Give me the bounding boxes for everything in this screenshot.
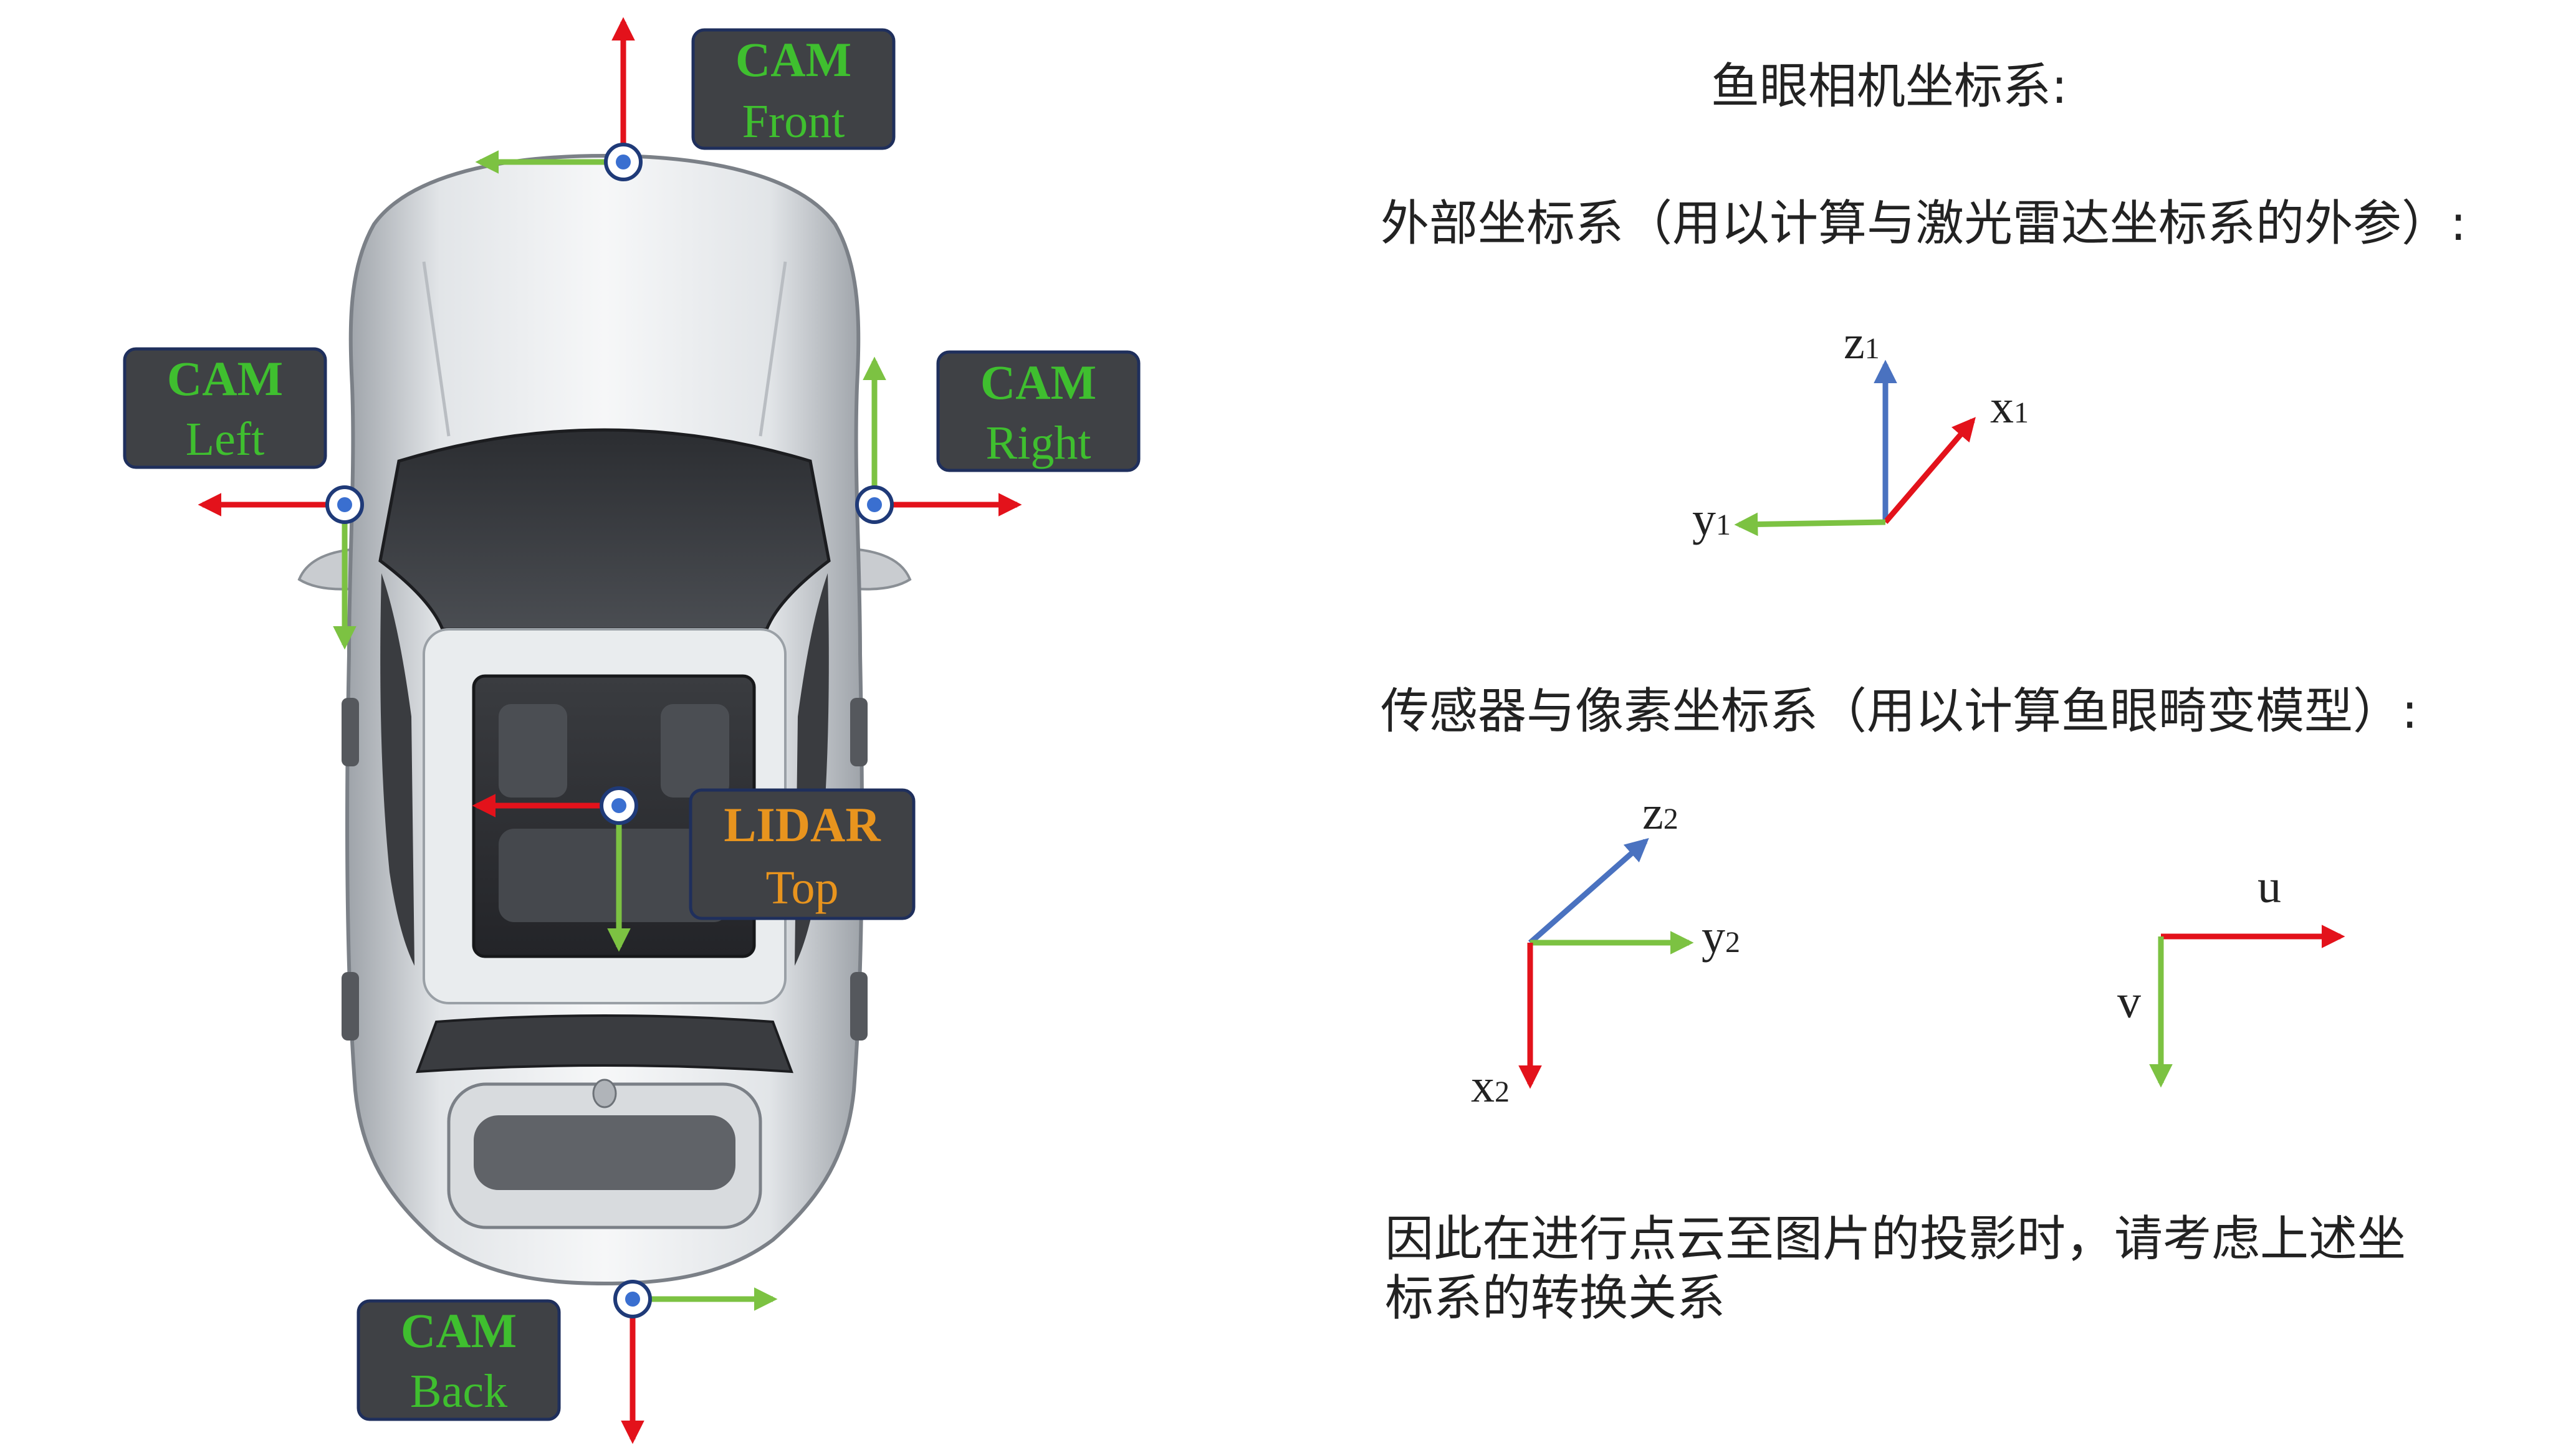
sensor-axes: z2 y2 x2: [1471, 787, 1740, 1112]
cam-front-label: CAM Front: [691, 28, 896, 150]
axis-z2-label: z2: [1642, 787, 1678, 839]
cam-front-sub: Front: [742, 95, 845, 148]
cam-left-sub: Left: [186, 413, 265, 465]
lidar-top-title: LIDAR: [724, 798, 881, 852]
axis-u-label: u: [2258, 860, 2281, 913]
cam-front-title: CAM: [735, 32, 851, 87]
axis-z1-label: z1: [1844, 317, 1880, 369]
cam-back-sub: Back: [410, 1365, 507, 1417]
cam-back-axes: [613, 1280, 778, 1444]
cam-left-label: CAM Left: [123, 347, 327, 469]
cam-right-title: CAM: [980, 355, 1096, 409]
lidar-top-sub: Top: [765, 862, 838, 914]
windshield: [378, 428, 831, 631]
cam-left-axes: [198, 485, 364, 650]
cam-back-title: CAM: [401, 1303, 517, 1358]
rear-window: [416, 1014, 793, 1074]
sensor-coord-heading: 传感器与像素坐标系（用以计算鱼眼畸变模型）:: [1381, 684, 2418, 740]
pixel-axes: u v: [2117, 860, 2345, 1088]
lidar-top-axes: [472, 786, 638, 952]
lidar-top-label: LIDAR Top: [689, 788, 916, 920]
axis-x1-label: x1: [1990, 381, 2029, 433]
cam-right-axes: [855, 356, 1022, 524]
external-axes: z1 x1 y1: [1692, 317, 2029, 545]
fisheye-title: 鱼眼相机坐标系:: [1711, 59, 2067, 115]
cam-left-title: CAM: [167, 351, 283, 406]
cam-right-label: CAM Right: [936, 350, 1141, 472]
axis-v-label: v: [2117, 976, 2141, 1028]
note-line-2: 标系的转换关系: [1385, 1270, 1725, 1327]
axis-y2-label: y2: [1702, 910, 1740, 963]
car-top-view: [297, 153, 912, 1286]
cam-front-axes: [475, 17, 643, 181]
cam-back-label: CAM Back: [357, 1299, 561, 1421]
cam-right-sub: Right: [986, 417, 1091, 469]
note-line-1: 因此在进行点云至图片的投影时，请考虑上述坐: [1385, 1211, 2406, 1267]
external-coord-heading: 外部坐标系（用以计算与激光雷达坐标系的外参）:: [1381, 196, 2466, 252]
axis-x2-label: x2: [1471, 1060, 1510, 1112]
axis-y1-label: y1: [1692, 493, 1731, 545]
